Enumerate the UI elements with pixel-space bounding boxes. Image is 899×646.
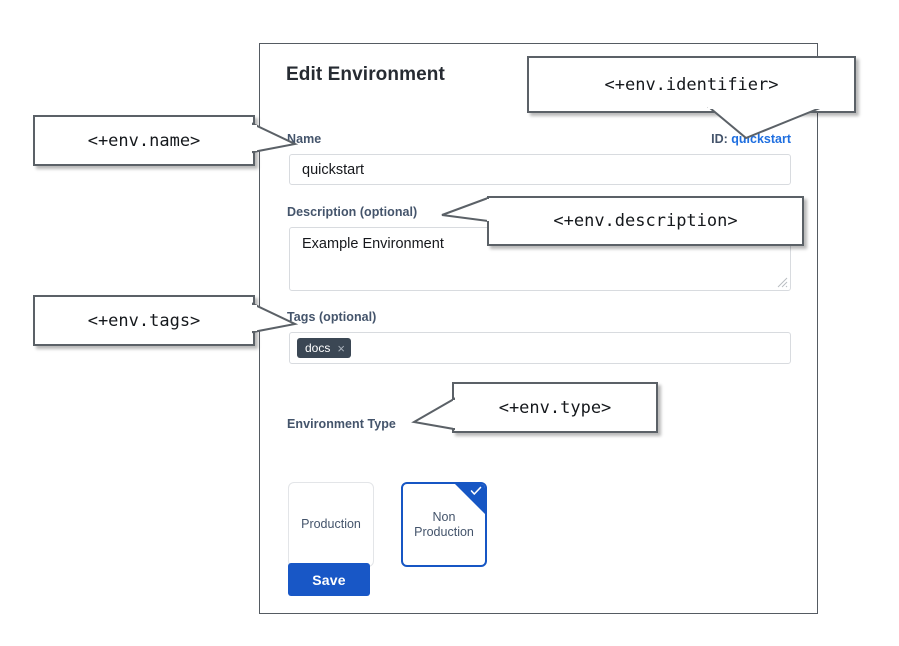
type-card-line1: Non [432,509,456,524]
type-card-non-production[interactable]: Non Production [401,482,487,567]
callout-env-tags-box: <+env.tags> [33,295,255,346]
description-label: Description (optional) [287,205,418,219]
callout-env-description-box: <+env.description> [487,196,804,246]
tags-input[interactable]: docs × [289,332,791,364]
tags-label: Tags (optional) [287,310,377,324]
callout-env-type-box: <+env.type> [452,382,658,433]
type-card-production[interactable]: Production [288,482,374,567]
environment-type-label: Environment Type [287,417,396,431]
type-card-production-label: Production [301,517,361,531]
name-label: Name [287,132,322,146]
check-icon [470,486,482,495]
callout-tail-tags [247,302,299,334]
callout-tail-type [411,397,465,431]
callout-tail-identifier [707,100,822,140]
id-prefix-label: ID: [711,132,728,146]
callout-tail-name [247,122,299,154]
tag-label: docs [305,341,331,355]
type-card-line2: Production [414,524,474,539]
callout-env-name-box: <+env.name> [33,115,255,166]
type-card-non-production-label: Non Production [414,510,474,540]
tag-pill-docs[interactable]: docs × [297,338,351,358]
callout-tail-description [441,196,499,223]
name-input[interactable] [289,154,791,185]
save-button[interactable]: Save [288,563,370,596]
edit-environment-panel: Edit Environment ID: quickstart Name Des… [259,43,818,614]
tag-remove-icon[interactable]: × [337,340,345,356]
page-title: Edit Environment [286,64,445,85]
selected-corner-badge [455,484,485,514]
